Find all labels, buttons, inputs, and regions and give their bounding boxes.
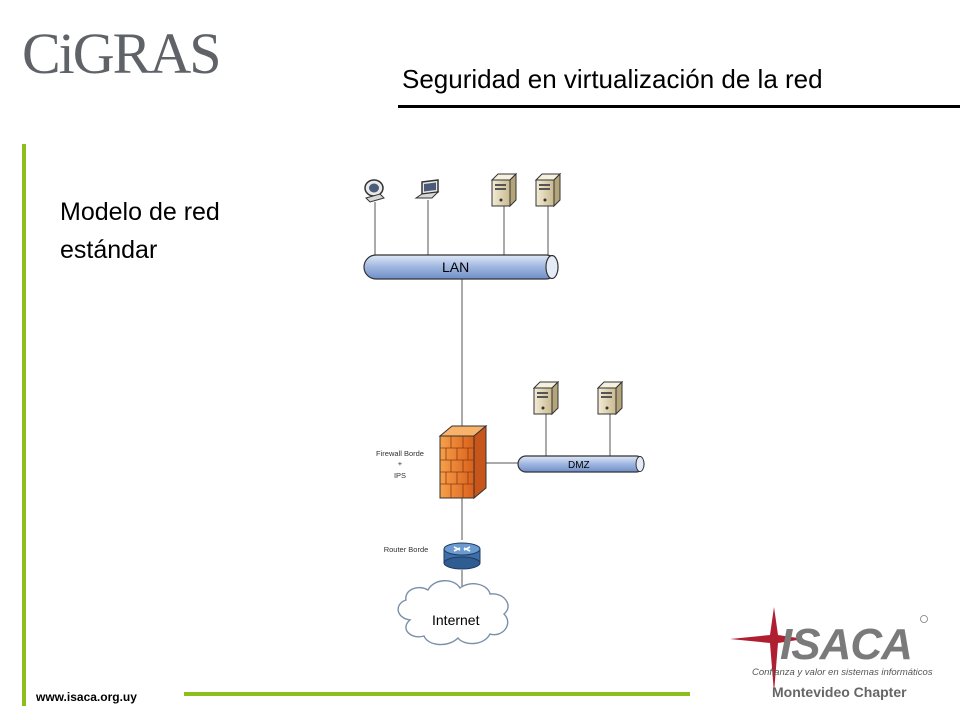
router-label: Router Borde [384, 545, 429, 554]
footer-url: www.isaca.org.uy [36, 690, 137, 704]
dmz-label: DMZ [568, 460, 590, 471]
footer-rule [184, 692, 690, 696]
connection-lines [374, 200, 611, 600]
server-icon [534, 172, 562, 208]
server-icon [490, 172, 518, 208]
subtitle-line-2: estándar [60, 236, 158, 264]
slide-subtitle: Modelo de red estándar [60, 193, 220, 269]
lan-label: LAN [442, 259, 469, 275]
firewall-label-line-1: Firewall Borde [376, 449, 424, 458]
subtitle-line-1: Modelo de red [60, 198, 220, 226]
workstation-icon [364, 179, 385, 203]
cigras-logo-text: CiGRAS [22, 21, 222, 86]
firewall-icon [438, 424, 488, 500]
router-icon [443, 542, 481, 570]
cigras-logo: CiGRAS [22, 21, 222, 86]
firewall-label-line-2: + [398, 459, 403, 468]
dmz-segment: DMZ [517, 455, 645, 473]
internet-cloud-icon: Internet [397, 580, 509, 646]
isaca-chapter: Montevideo Chapter [772, 684, 907, 700]
firewall-label-line-3: IPS [394, 471, 406, 480]
server-icon [532, 380, 560, 416]
lan-segment: LAN [363, 254, 559, 280]
server-icon [596, 380, 624, 416]
isaca-wordmark: ISACA [780, 620, 912, 669]
laptop-icon [414, 179, 440, 199]
left-accent-bar [22, 144, 26, 706]
page-title: Seguridad en virtualización de la red [402, 64, 823, 94]
title-underline [398, 105, 960, 108]
internet-label: Internet [432, 612, 480, 628]
isaca-logo: ISACA Confianza y valor en sistemas info… [730, 607, 933, 700]
network-diagram: LAN DMZ Fir [363, 172, 645, 646]
isaca-tagline: Confianza y valor en sistemas informátic… [752, 667, 933, 678]
